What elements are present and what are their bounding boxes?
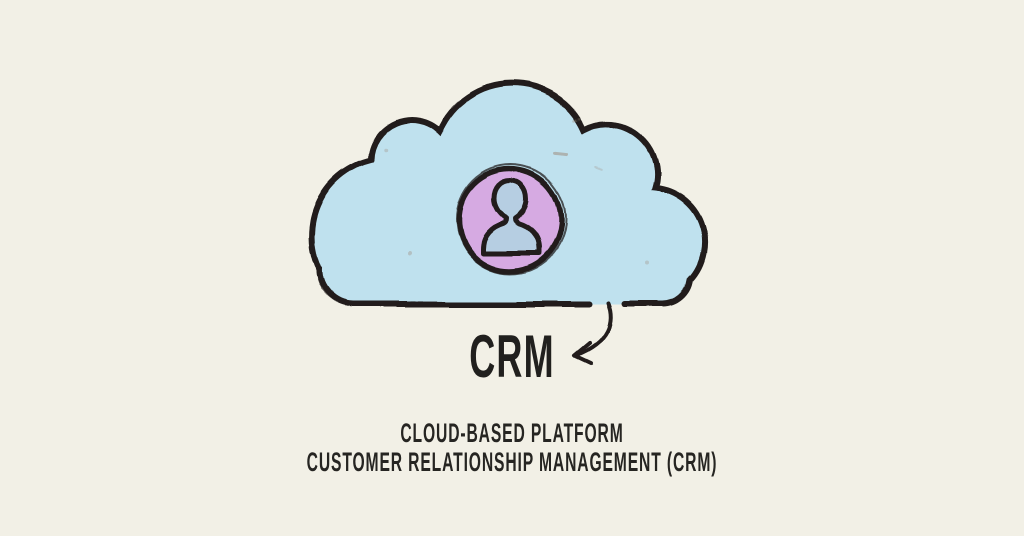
caption-line-1: CLOUD-BASED PLATFORM: [400, 418, 624, 448]
crm-label: CRM: [469, 323, 555, 390]
caption-line-2: CUSTOMER RELATIONSHIP MANAGEMENT (CRM): [306, 447, 718, 477]
caption: CLOUD-BASED PLATFORM CUSTOMER RELATIONSH…: [0, 419, 1024, 477]
texture-speckles: [384, 118, 650, 265]
person-icon: [480, 178, 542, 256]
curved-arrow-icon: [573, 301, 613, 365]
cloud-outline-overdraw: [311, 83, 706, 306]
user-badge-circle-overdraw: [455, 163, 567, 275]
